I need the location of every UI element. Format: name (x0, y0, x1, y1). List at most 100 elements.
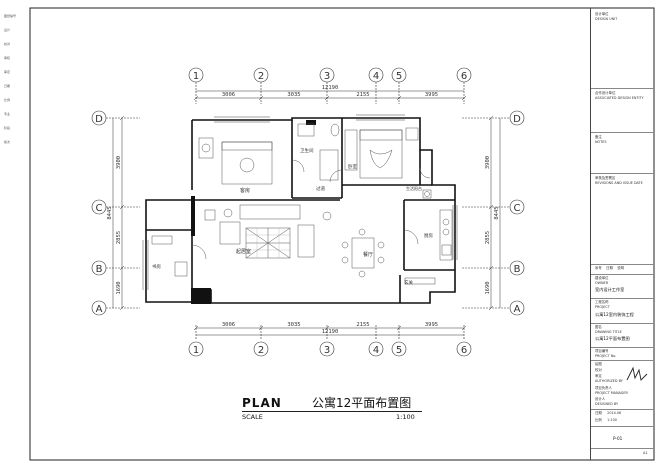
tb-date-value: 2014.06 (607, 411, 622, 415)
tb-designer: 设计人 (595, 397, 606, 401)
axis-bubble-col (188, 67, 204, 83)
axis-label-row: B (514, 264, 521, 275)
tb-designer-en: DESIGNED BY (595, 402, 619, 406)
dim-tick (119, 204, 125, 210)
dim-tick (488, 305, 494, 311)
axis-label-col: 6 (461, 71, 467, 82)
dim-tick (258, 325, 264, 331)
axis-label-col: 6 (461, 345, 467, 356)
tb-consultant: 合作设计单位 (595, 91, 616, 95)
dim-value: 3995 (425, 322, 438, 328)
axis-bubble-col (319, 341, 335, 357)
axis-label-row: C (96, 203, 103, 214)
dim-value: 3900 (116, 156, 122, 169)
plan-label: PLAN (242, 396, 282, 410)
axis-bubble-col (188, 341, 204, 357)
tb-drawing-no: P-01 (613, 436, 623, 441)
room-label-corridor: 过道 (316, 185, 325, 192)
axis-label-row: B (96, 264, 103, 275)
axis-bubble-row (509, 300, 525, 316)
axis-bubble-col (391, 67, 407, 83)
axis-label-col: 2 (258, 345, 264, 356)
load-bearing-walls (191, 120, 316, 304)
dim-value: 3006 (222, 322, 235, 328)
axis-label-col: 1 (193, 71, 199, 82)
margin-text: 审定 (4, 70, 11, 74)
dim-value: 1690 (485, 281, 491, 294)
scale-label: SCALE (242, 413, 263, 421)
room-label-living: 起居室 (236, 248, 251, 255)
room-label-dining: 餐厅 (363, 251, 373, 258)
dim-tick (488, 115, 494, 121)
dim-total: 12190 (322, 85, 339, 91)
furniture (151, 123, 453, 285)
dim-value: 2155 (356, 322, 369, 328)
dim-tick (396, 95, 402, 101)
dim-tick (461, 325, 467, 331)
tb-drawing-en: DRAWING TITLE (595, 330, 622, 334)
dim-value: 3900 (485, 156, 491, 169)
axis-bubble-row (509, 110, 525, 126)
dim-tick (119, 265, 125, 271)
room-labels: 客房 卫生间 卧室 过道 生活阳台 起居室 餐厅 厨房 书房 玄关 (152, 147, 433, 286)
signature-mark (626, 366, 648, 381)
tb-col-date: 日期 (606, 266, 613, 270)
tb-manager: 项目负责人 (595, 386, 612, 390)
rug-pattern (246, 228, 290, 258)
tb-approval-en: REVISIONS AND ISSUE DATE (595, 181, 643, 185)
tb-client: 建设单位 (595, 276, 609, 280)
tb-project-value: 公寓12室内装饰工程 (595, 312, 634, 317)
axis-label-col: 4 (373, 71, 379, 82)
margin-text: 设计 (4, 28, 11, 32)
dim-tick (119, 305, 125, 311)
axis-bubble-row (91, 199, 107, 215)
tb-notes: 备注 (595, 135, 602, 139)
tb-client-value: 室内设计工作室 (595, 287, 625, 292)
room-label-kitchen: 厨房 (424, 232, 433, 239)
axis-label-col: 4 (373, 345, 379, 356)
dim-tick (193, 95, 199, 101)
axis-bubble-col (253, 67, 269, 83)
tb-notes-en: NOTES (595, 140, 607, 144)
tb-consultant-en: ASSOCIATED DESIGN ENTITY (595, 96, 644, 100)
drawing-title: 公寓12平面布置图 (312, 396, 412, 410)
tb-scale-label: 比例 (595, 418, 602, 422)
tb-drawing-value: 公寓12平面布置图 (595, 336, 630, 341)
room-label-guest-bedroom: 客房 (240, 187, 250, 194)
tb-col-no: 序号 (595, 266, 602, 270)
tb-drawing: 图名 (595, 325, 602, 329)
dim-value: 3035 (287, 322, 300, 328)
sheet-border (29, 7, 655, 461)
margin-text: 版次 (4, 140, 11, 144)
dim-tick (119, 115, 125, 121)
margin-text: 校对 (4, 42, 11, 46)
tb-scale-row: 比例 1:100 (595, 418, 652, 422)
axis-label-row: A (514, 304, 521, 315)
dim-tick (324, 95, 330, 101)
dim-tick (461, 95, 467, 101)
tb-checked-by: 校对 (595, 368, 602, 372)
axis-bubble-row (509, 260, 525, 276)
axis-bubble-row (91, 260, 107, 276)
dim-value: 2855 (485, 231, 491, 244)
axis-label-col: 1 (193, 345, 199, 356)
tb-revision-header: 序号 日期 说明 (595, 266, 652, 270)
dim-tick (488, 204, 494, 210)
tb-date-row: 日期 2014.06 (595, 411, 652, 415)
axis-bubble-row (91, 110, 107, 126)
dim-total: 8445 (107, 206, 113, 219)
dim-total: 8445 (494, 206, 500, 219)
dim-total: 12190 (322, 329, 339, 335)
tb-col-desc: 说明 (617, 266, 624, 270)
axis-label-col: 2 (258, 71, 264, 82)
tb-project-no: 项目编号 (595, 349, 609, 353)
axis-bubble-row (509, 199, 525, 215)
dim-tick (193, 325, 199, 331)
caption-rule (242, 411, 422, 412)
tb-project-en: PROJECT (595, 305, 610, 309)
dim-value: 2855 (116, 231, 122, 244)
dim-value: 3995 (425, 92, 438, 98)
dim-tick (396, 325, 402, 331)
